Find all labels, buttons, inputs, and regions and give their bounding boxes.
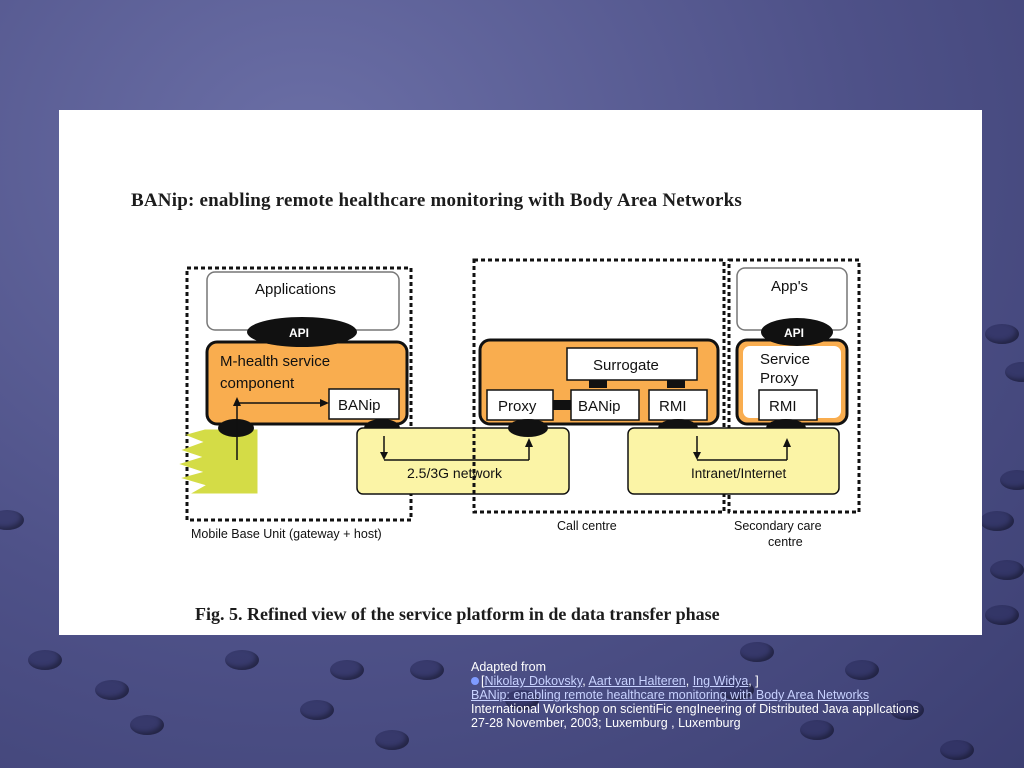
banip-left-label: BANip: [338, 397, 381, 414]
mhealth-label-line1: M-health service: [220, 353, 330, 370]
figure-title: BANip: enabling remote healthcare monito…: [131, 190, 743, 211]
bullet-icon: [471, 677, 479, 685]
network-left-label: 2.5/3G network: [407, 465, 503, 481]
api-right-label: API: [784, 326, 804, 340]
network-left-box: [356, 427, 570, 495]
author-link-van-halteren[interactable]: Aart van Halteren: [588, 674, 686, 688]
surrogate-label: Surrogate: [593, 357, 659, 374]
secondary-care-label-line1: Secondary care: [734, 519, 822, 533]
connector-mhealth: [218, 419, 254, 437]
architecture-diagram: Applications API M-health service compon…: [179, 258, 861, 549]
proxy-box: [486, 389, 554, 421]
author-link-dokovsky[interactable]: Nikolay Dokovsky: [484, 674, 583, 688]
rmi-right-label: RMI: [769, 398, 797, 415]
mhealth-label-line2: component: [220, 375, 295, 392]
figure-caption: Fig. 5. Refined view of the service plat…: [195, 604, 720, 624]
connector-proxy: [508, 419, 548, 437]
call-centre-boundary: [472, 258, 726, 514]
reference-block: Adapted from [Nikolay Dokovsky, Aart van…: [471, 660, 1011, 730]
dates-text: 27-28 November, 2003; Luxemburg , Luxemb…: [471, 716, 741, 730]
secondary-care-boundary: [727, 258, 861, 514]
adapted-from-text: Adapted from: [471, 660, 547, 674]
banip-centre-label: BANip: [578, 398, 621, 415]
rmi-centre-label: RMI: [659, 398, 687, 415]
venue-text: International Workshop on scientiFic eng…: [471, 702, 919, 716]
secondary-care-label-line2: centre: [768, 535, 803, 549]
intranet-box: [627, 427, 840, 495]
authors-line: [Nikolay Dokovsky, Aart van Halteren, In…: [471, 674, 1011, 688]
author-link-widya[interactable]: Ing Widya: [692, 674, 749, 688]
api-left-ellipse: [247, 317, 357, 347]
service-proxy-label-line1: Service: [760, 351, 810, 368]
api-right-ellipse: [761, 318, 833, 346]
banip-left-box: [328, 388, 400, 420]
paper-title-link[interactable]: BANip: enabling remote healthcare monito…: [471, 688, 870, 702]
figure-panel: BANip: enabling remote healthcare monito…: [59, 110, 982, 635]
sensor-shape: [179, 429, 258, 494]
call-centre-label: Call centre: [557, 519, 617, 533]
applications-label: Applications: [255, 281, 336, 298]
bracket-open: [: [481, 674, 485, 688]
proxy-label: Proxy: [498, 398, 537, 415]
banip-centre-box: [570, 389, 640, 421]
bracket-close: , ]: [748, 674, 759, 688]
surrogate-box: [566, 347, 698, 381]
api-left-label: API: [289, 326, 309, 340]
intranet-label: Intranet/Internet: [691, 466, 787, 481]
service-proxy-label-line2: Proxy: [760, 370, 799, 387]
apps-label: App's: [771, 278, 808, 295]
mobile-base-unit-boundary: [185, 266, 413, 522]
mobile-base-unit-label: Mobile Base Unit (gateway + host): [191, 527, 382, 541]
